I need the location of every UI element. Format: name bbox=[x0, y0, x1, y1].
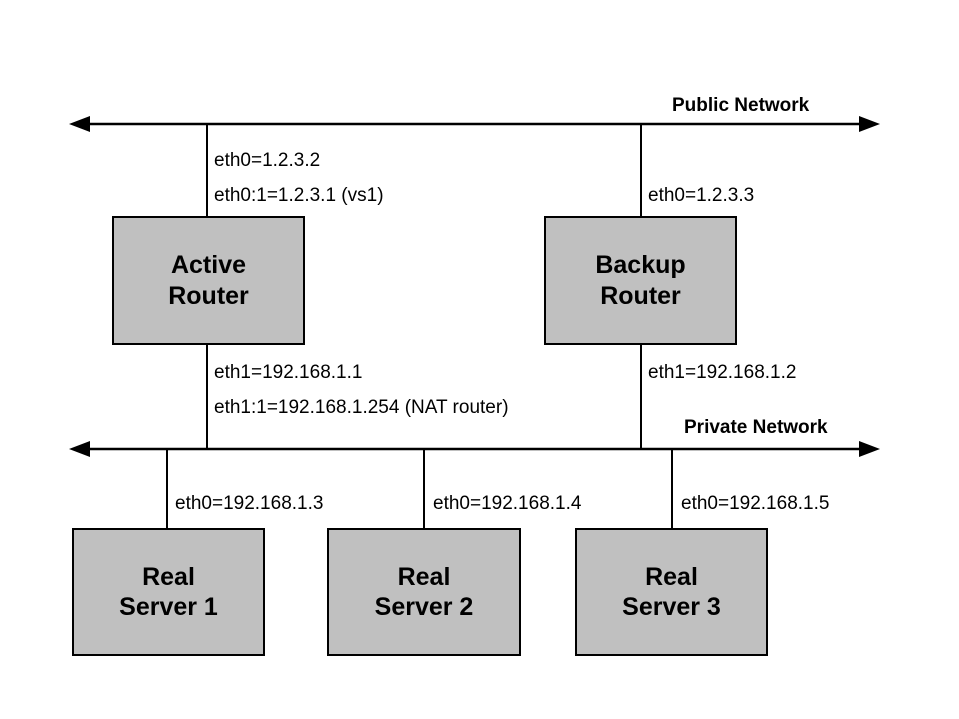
private-network-right-arrowhead bbox=[859, 441, 880, 457]
public-network-left-arrowhead bbox=[69, 116, 90, 132]
node-backup-router[interactable]: Backup Router bbox=[544, 216, 737, 345]
private-network-left-arrowhead bbox=[69, 441, 90, 457]
backup-router-label-line2: Router bbox=[600, 281, 681, 310]
label-real-server-3-eth0: eth0=192.168.1.5 bbox=[681, 493, 830, 514]
active-router-label-line2: Router bbox=[168, 281, 249, 310]
label-active-router-eth0: eth0=1.2.3.2 bbox=[214, 150, 321, 171]
node-active-router[interactable]: Active Router bbox=[112, 216, 305, 345]
label-real-server-2-eth0: eth0=192.168.1.4 bbox=[433, 493, 582, 514]
active-router-label-line1: Active bbox=[170, 251, 247, 279]
label-backup-router-eth0: eth0=1.2.3.3 bbox=[648, 185, 755, 206]
public-network-bus bbox=[69, 116, 880, 132]
real-server-3-label-line2: Server 3 bbox=[622, 593, 721, 621]
private-network-bus bbox=[69, 441, 880, 457]
private-network-label: Private Network bbox=[684, 417, 828, 438]
node-real-server-2[interactable]: Real Server 2 bbox=[327, 528, 521, 656]
real-server-1-label-line2: Server 1 bbox=[119, 593, 218, 621]
node-real-server-1[interactable]: Real Server 1 bbox=[72, 528, 265, 656]
label-real-server-1-eth0: eth0=192.168.1.3 bbox=[175, 493, 324, 514]
label-active-router-eth1-1-nat: eth1:1=192.168.1.254 (NAT router) bbox=[214, 397, 509, 418]
real-server-1-label-line1: Real bbox=[142, 562, 195, 591]
public-network-label: Public Network bbox=[672, 95, 810, 116]
backup-router-label-line1: Backup bbox=[595, 251, 686, 279]
real-server-3-label-line1: Real bbox=[645, 562, 698, 591]
node-real-server-3[interactable]: Real Server 3 bbox=[575, 528, 768, 656]
public-network-right-arrowhead bbox=[859, 116, 880, 132]
real-server-2-label-line1: Real bbox=[397, 562, 451, 591]
label-active-router-eth1: eth1=192.168.1.1 bbox=[214, 362, 363, 383]
real-server-2-label-line2: Server 2 bbox=[374, 593, 474, 621]
label-active-router-eth0-1-vs1: eth0:1=1.2.3.1 (vs1) bbox=[214, 185, 384, 206]
label-backup-router-eth1: eth1=192.168.1.2 bbox=[648, 362, 797, 383]
